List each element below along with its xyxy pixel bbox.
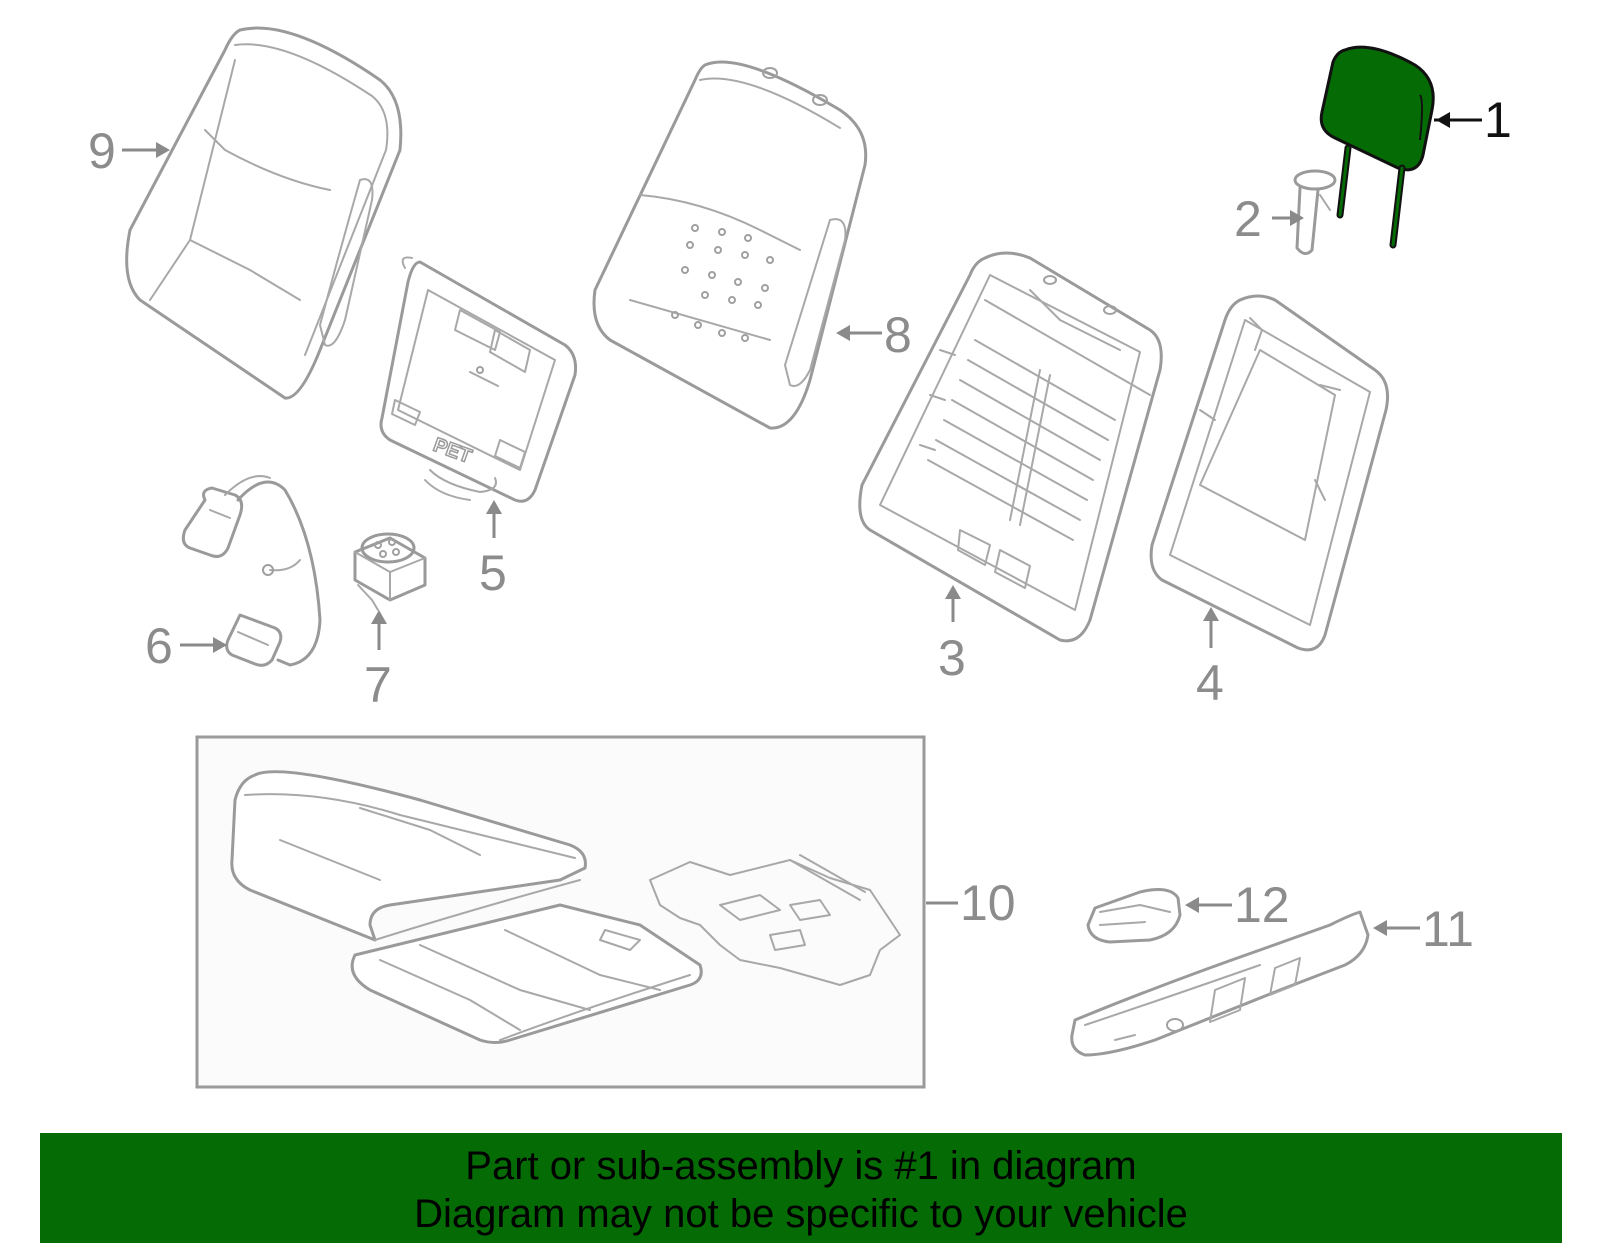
headrest-pad [1319, 45, 1435, 172]
callout-3-label: 3 [938, 630, 966, 686]
banner-line-2: Diagram may not be specific to your vehi… [414, 1192, 1188, 1236]
part-4-rear-panel [1149, 294, 1390, 652]
part-12-trim-cover [1086, 888, 1182, 944]
part-6-wiring-harness [181, 475, 322, 667]
banner-line-1: Part or sub-assembly is #1 in diagram [465, 1144, 1137, 1188]
callout-6-label: 6 [145, 618, 173, 674]
callout-4-label: 4 [1196, 655, 1224, 711]
part-11-side-trim-panel [1070, 910, 1370, 1057]
callout-10-label: 10 [960, 875, 1016, 931]
callout-1: 1 [1434, 92, 1512, 148]
info-banner: Part or sub-assembly is #1 in diagram Di… [40, 1133, 1562, 1243]
callout-2-label: 2 [1234, 191, 1262, 247]
part-10-seat-cushion-assembly [195, 735, 926, 1089]
callout-11: 11 [1373, 901, 1474, 957]
callout-9: 9 [88, 123, 170, 179]
callout-10: 10 [926, 875, 1016, 931]
part-7-seat-switch [353, 532, 427, 611]
part-1-headrest [1319, 45, 1435, 249]
callout-2: 2 [1234, 191, 1304, 247]
parts-diagram: PET [88, 26, 1512, 1089]
callout-1-label: 1 [1484, 92, 1512, 148]
callout-6: 6 [145, 618, 227, 674]
callout-8-label: 8 [884, 307, 912, 363]
callout-11-label: 11 [1422, 901, 1474, 957]
callout-7: 7 [364, 610, 392, 713]
callout-7-label: 7 [364, 657, 392, 713]
callout-5: 5 [479, 500, 507, 601]
part-9-seat-back-cover [125, 26, 403, 400]
part-2-headrest-guide [1293, 169, 1337, 255]
part-5-seat-back-plate: PET [379, 256, 577, 503]
part-8-seat-back-cushion [592, 60, 868, 430]
callout-9-label: 9 [88, 123, 116, 179]
callout-8: 8 [836, 307, 912, 363]
callout-3: 3 [938, 585, 966, 686]
callout-5-label: 5 [479, 545, 507, 601]
callout-4: 4 [1196, 607, 1224, 711]
callout-12: 12 [1185, 877, 1290, 933]
part-3-seat-back-frame [858, 251, 1163, 643]
callout-12-label: 12 [1234, 877, 1290, 933]
